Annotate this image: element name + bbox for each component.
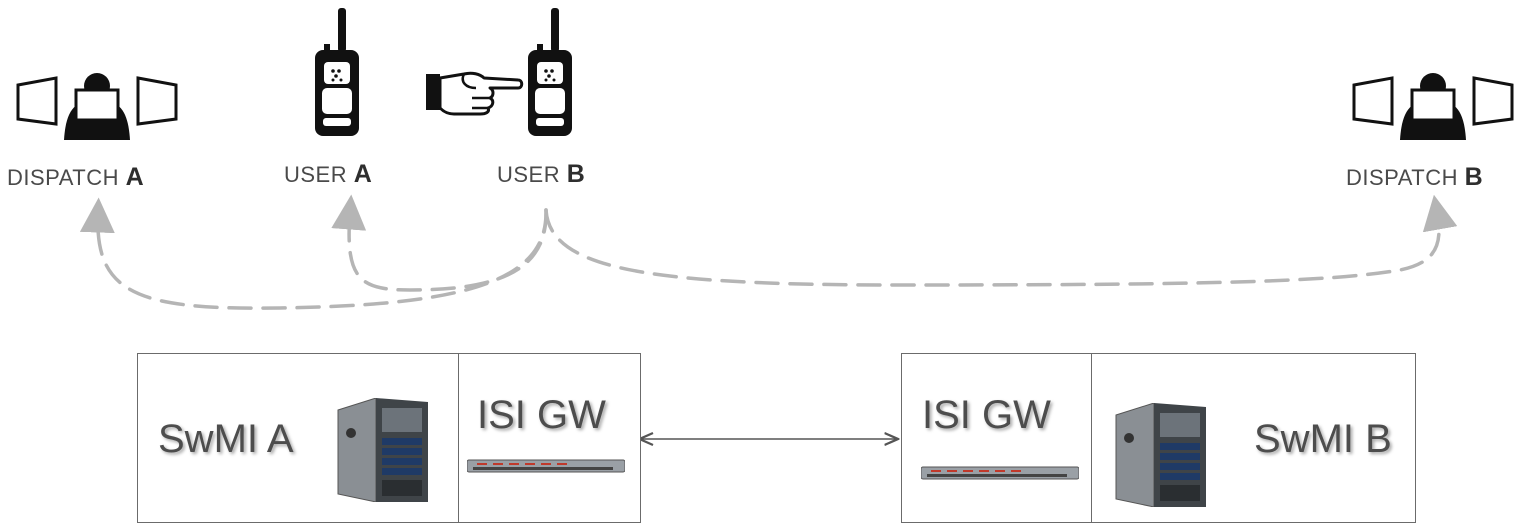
- radio-icon: [315, 8, 359, 136]
- isi-gw-b-label: ISI GW: [922, 393, 1051, 437]
- arrow-to-dispatch-b: [544, 194, 1458, 287]
- server-tower-icon: [337, 398, 428, 502]
- arrow-to-user-a: [331, 194, 548, 292]
- isi-gw-b-box: [901, 353, 1093, 523]
- user-a-label: USER A: [284, 160, 373, 188]
- user-b-label: USER B: [497, 160, 586, 188]
- pointing-hand-icon: [426, 71, 524, 116]
- isi-gw-a-label: ISI GW: [477, 393, 606, 437]
- server-tower-icon: [1115, 403, 1206, 507]
- swmi-b-label: SwMI B: [1254, 417, 1392, 461]
- dispatch-b-label: DISPATCH B: [1346, 163, 1484, 191]
- dispatch-a-label: DISPATCH A: [7, 163, 145, 191]
- rack-server-icon: [467, 459, 625, 473]
- dispatcher-icon: [16, 73, 178, 140]
- isi-gw-a-box: [458, 353, 641, 523]
- arrow-to-dispatch-a: [79, 197, 548, 310]
- rack-server-icon: [921, 466, 1079, 480]
- swmi-a-label: SwMI A: [158, 417, 294, 461]
- radio-icon: [528, 8, 572, 136]
- dispatcher-icon: [1352, 73, 1514, 140]
